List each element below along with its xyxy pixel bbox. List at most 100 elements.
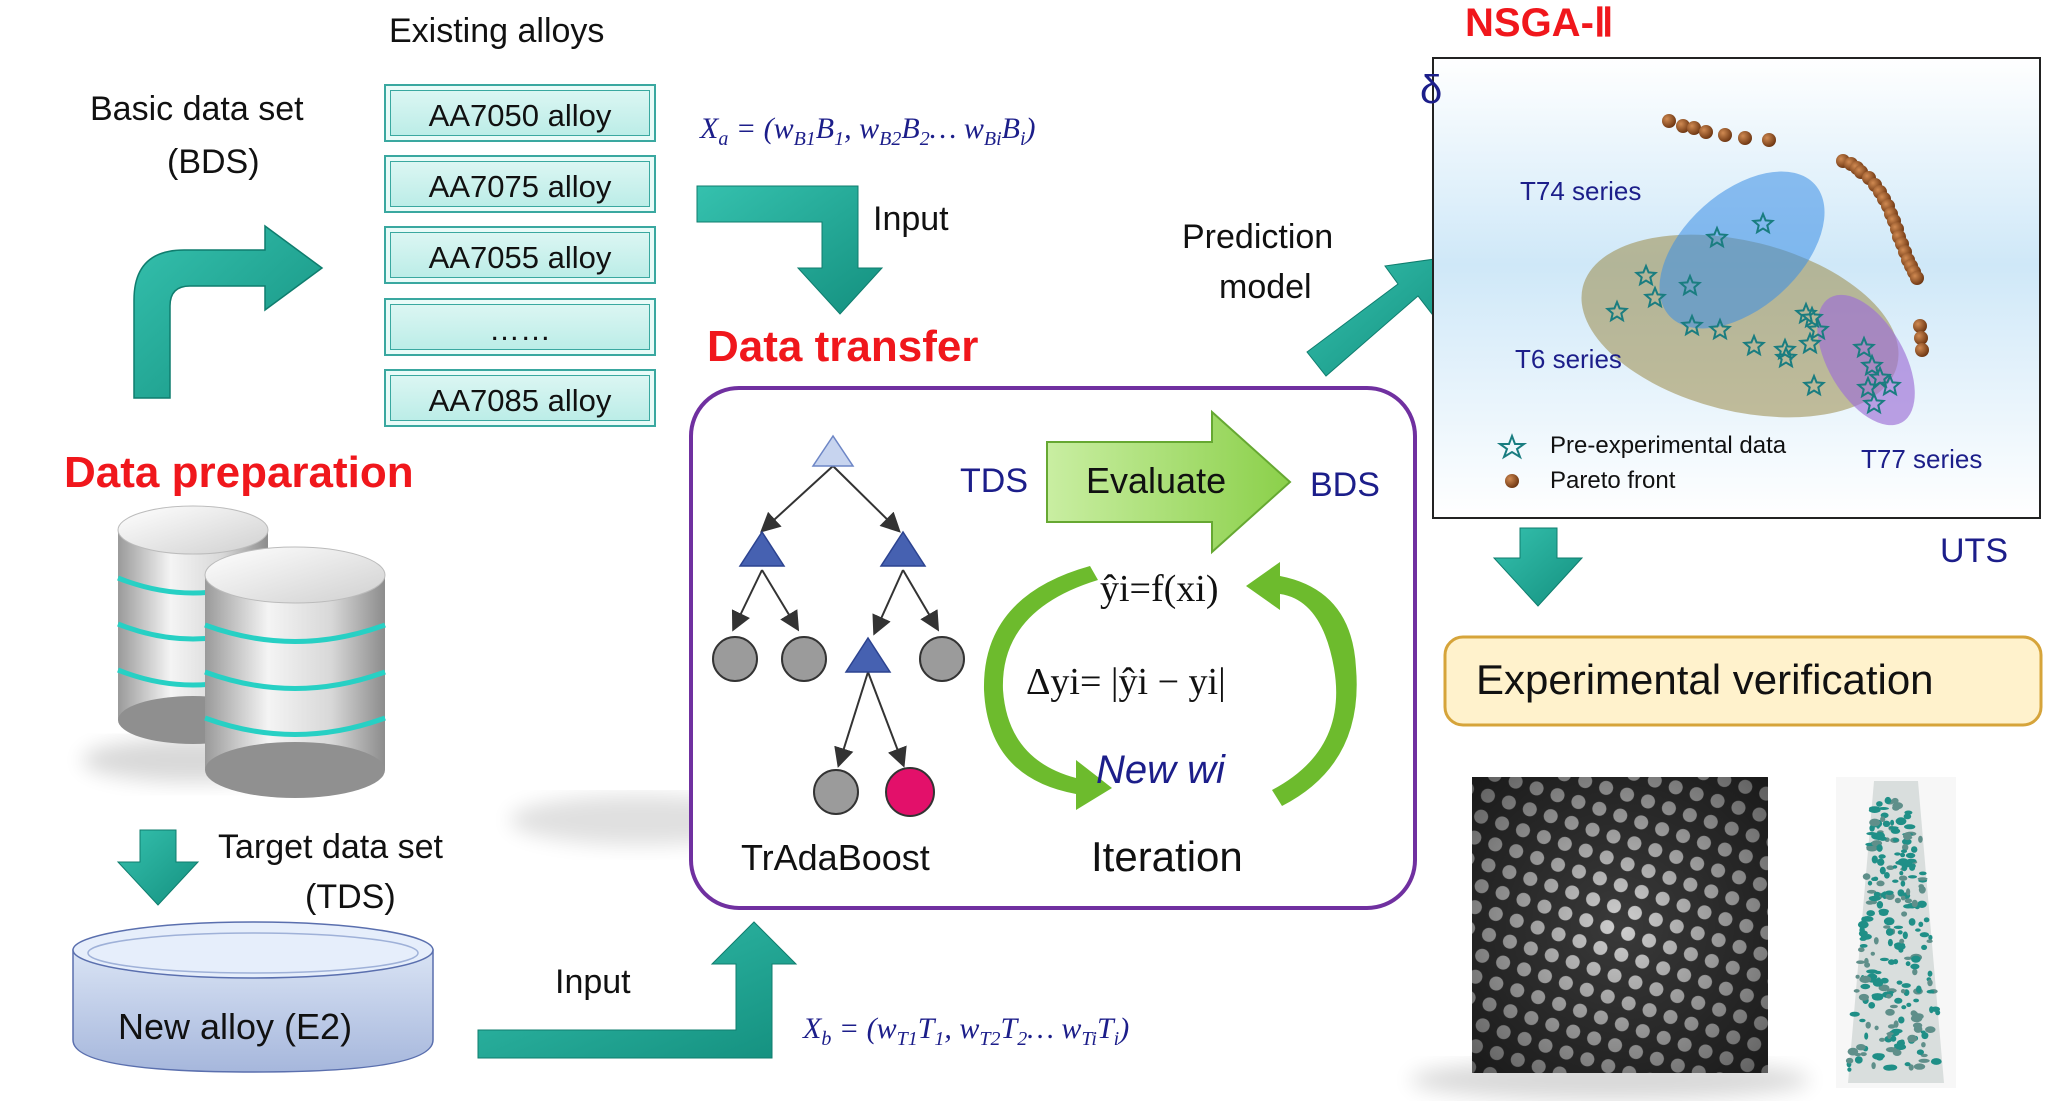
apt-cluster: [1871, 993, 1884, 999]
apt-cluster: [1930, 1058, 1942, 1065]
tds-abbr: TDS: [960, 462, 1028, 500]
apt-cluster: [1860, 983, 1871, 990]
legend-ball-icon: [1505, 474, 1519, 488]
apt-cluster: [1904, 956, 1912, 960]
apt-cluster: [1918, 886, 1926, 894]
apt-cluster: [1920, 1053, 1928, 1058]
apt-cluster: [1867, 880, 1873, 886]
apt-cluster: [1898, 875, 1908, 881]
apt-cluster: [1866, 847, 1878, 852]
cycle-arrows-icon: [983, 562, 1357, 810]
apt-cluster: [1915, 928, 1921, 932]
apt-cluster: [1900, 895, 1906, 901]
apt-cluster: [1911, 899, 1918, 908]
apt-cluster: [1894, 852, 1901, 856]
apt-cluster: [1893, 959, 1899, 965]
pareto-point: [1915, 343, 1929, 357]
apt-cluster: [1858, 993, 1869, 1001]
pareto-point: [1910, 271, 1924, 285]
apt-cluster: [1868, 895, 1881, 902]
apt-cluster: [1928, 934, 1933, 941]
apt-cluster: [1896, 980, 1903, 985]
alloy-item: AA7075 alloy: [384, 155, 656, 213]
pareto-point: [1738, 131, 1752, 145]
apt-cluster: [1927, 979, 1933, 987]
apt-cluster: [1912, 1022, 1923, 1029]
pre-experimental-star: [1605, 299, 1629, 323]
apt-cluster: [1887, 1024, 1896, 1029]
apt-cluster: [1872, 979, 1884, 987]
bottom-input-arrow: [477, 921, 798, 1059]
apt-cluster: [1859, 936, 1867, 941]
apt-cluster: [1894, 897, 1901, 904]
apt-cluster: [1910, 863, 1916, 869]
equation-prediction: ŷi=f(xi): [1100, 568, 1219, 610]
new-alloy-cylinder: [72, 921, 434, 1073]
decision-tree-nodes: [712, 434, 965, 817]
pre-experimental-star: [1751, 211, 1775, 235]
apt-cluster: [1901, 983, 1911, 988]
top-input-arrow: [696, 185, 884, 315]
apt-cluster: [1919, 871, 1927, 876]
apt-cluster: [1913, 998, 1919, 1003]
pre-experimental-star: [1802, 373, 1826, 397]
apt-cluster: [1913, 1063, 1926, 1070]
t74-series-label: T74 series: [1520, 176, 1642, 206]
apt-cluster: [1900, 989, 1906, 994]
apt-cluster: [1901, 1005, 1907, 1010]
apt-cluster: [1917, 900, 1927, 908]
apt-cluster: [1891, 797, 1899, 804]
apt-cluster: [1893, 1043, 1905, 1048]
apt-cluster: [1862, 873, 1871, 880]
pre-experimental-star: [1643, 285, 1667, 309]
pre-experimental-star: [1852, 335, 1876, 359]
pre-experimental-star: [1800, 305, 1824, 329]
hrtem-image: [1410, 777, 1810, 1100]
pre-experimental-star: [1705, 225, 1729, 249]
existing-alloys-title: Existing alloys: [389, 12, 605, 50]
apt-cluster: [1860, 1052, 1867, 1057]
apt-cluster: [1853, 989, 1860, 993]
apt-cluster: [1874, 1025, 1879, 1031]
apt-cluster: [1866, 832, 1877, 836]
pareto-point: [1687, 121, 1701, 135]
apt-cluster: [1879, 1037, 1885, 1042]
apt-cluster: [1883, 917, 1895, 926]
input-label-top: Input: [873, 200, 949, 238]
apt-cluster: [1890, 819, 1895, 826]
pre-experimental-star: [1634, 263, 1658, 287]
xb-formula: Xb = (wT1T1, wT2T2… wTiTi): [803, 1012, 1130, 1050]
pareto-point: [1662, 114, 1676, 128]
apt-cluster: [1902, 931, 1908, 940]
apt-cluster: [1917, 877, 1928, 881]
apt-cluster: [1916, 985, 1922, 994]
evaluate-arrow: [1046, 409, 1292, 555]
apt-cluster: [1885, 890, 1894, 896]
apt-cluster: [1894, 997, 1903, 1004]
pre-experimental-star: [1708, 317, 1732, 341]
xa-formula: Xa = (wB1B1, wB2B2… wBiBi): [700, 112, 1036, 150]
alloy-item: AA7085 alloy: [384, 369, 656, 427]
apt-cluster: [1892, 865, 1898, 869]
x-axis-label: UTS: [1940, 532, 2008, 570]
alloy-item: AA7050 alloy: [384, 84, 656, 142]
pre-experimental-star: [1773, 337, 1797, 361]
apt-cluster: [1902, 843, 1909, 851]
pre-experimental-star: [1862, 391, 1886, 415]
apt-cluster: [1868, 1002, 1876, 1009]
pre-experimental-star: [1806, 317, 1830, 341]
tds-label-abbr: (TDS): [305, 878, 396, 916]
legend-pre-experimental: Pre-experimental data: [1550, 432, 1787, 459]
apt-cluster: [1906, 858, 1917, 863]
apt-cluster: [1854, 1056, 1863, 1064]
apt-cluster: [1901, 911, 1908, 917]
apt-cluster: [1921, 944, 1928, 951]
apt-cluster: [1910, 1014, 1923, 1023]
pre-experimental-star: [1878, 373, 1902, 397]
decision-tree-icon: [731, 465, 940, 768]
apt-cluster: [1897, 889, 1905, 897]
apt-cluster: [1871, 1062, 1876, 1070]
apt-cluster: [1856, 960, 1865, 964]
nsga-plot: [1432, 57, 2041, 519]
new-alloy-label: New alloy (E2): [118, 1006, 353, 1047]
